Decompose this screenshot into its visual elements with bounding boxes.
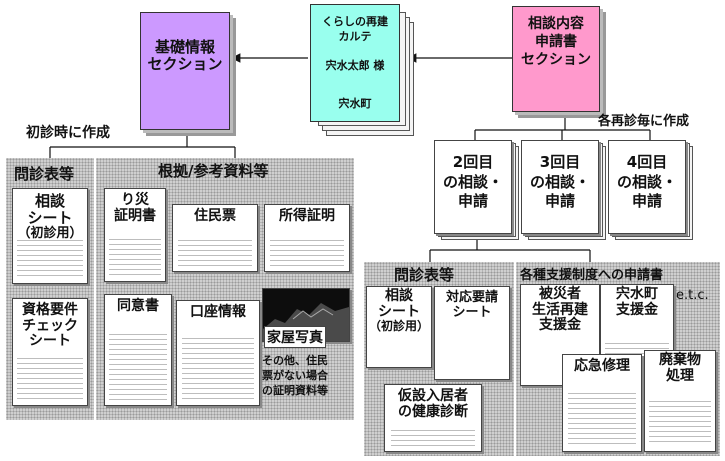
juminhyo-title: 住民票 [173,208,257,225]
soudan-section-book: 相談内容 申請書 セクション [512,6,600,112]
revisit-2-l3: 申請 [457,192,488,210]
revisit-3-l2: の相談・ [529,172,590,191]
revisit-3-doc: 3回目 の相談・ 申請 [521,140,599,234]
right-soudan-sheet: 相談 シート （初診用） [366,286,432,368]
right-monshin-header: 問診表等 [394,266,455,284]
koza-doc: 口座情報 [176,300,260,406]
hisaisha-l3: 支援金 [539,317,581,334]
risai-l2: 証明書 [114,207,156,224]
juminhyo-doc: 住民票 [172,204,258,272]
right-soudan-l1: 相談 [385,288,413,304]
karte-name: 宍水太郎 様 [325,59,385,72]
taiou-l1: 対応要請 [445,290,498,305]
karte-line2: カルテ [338,30,372,43]
haikibutsu-l2: 処理 [666,367,694,384]
kaoku-label: 家屋写真 [264,326,326,348]
risai-l1: り災 [121,192,149,208]
kiso-line2: セクション [147,54,223,73]
kiso-section-book: 基礎情報 セクション [140,12,230,130]
haikibutsu-doc: 廃棄物 処理 [644,350,716,452]
shishimizu-l2: 支援金 [616,301,658,318]
shikaku-l2: チェック [22,317,78,334]
first-visit-label: 初診時に作成 [26,125,110,141]
right-soudan-l2: シート [378,303,420,320]
oukyu-doc: 応急修理 [562,354,642,452]
shotoku-title: 所得証明 [265,208,349,225]
other-note-l2: 票がない場合 [262,368,328,382]
soudan-line3: セクション [521,52,591,69]
shikaku-l3: シート [29,333,71,350]
revisit-4-l1: 4回目 [626,153,668,171]
oukyu-title: 応急修理 [563,358,641,375]
right-soudan-l3: （初診用） [368,319,429,334]
shikaku-sheet: 資格要件 チェック シート [12,298,88,406]
revisit-4-l2: の相談・ [616,172,677,191]
etc-label: e.t.c. [676,288,709,303]
other-note: その他、住民 票がない場合 の証明資料等 [262,354,328,399]
soudan-line2: 申請書 [535,34,577,51]
shotoku-doc: 所得証明 [264,204,350,272]
left-monshin-header: 問診表等 [14,165,75,183]
right-shinsei-header: 各種支援制度への申請書 [520,268,664,283]
kasetsu-health-doc: 仮設入居者 の健康診断 [384,384,482,452]
taiou-l2: シート [452,304,492,320]
revisit-2-doc: 2回目 の相談・ 申請 [434,140,512,234]
doisho-doc: 同意書 [104,294,172,406]
shishimizu-l1: 宍水町 [616,286,658,302]
karte-town: 宍水町 [338,97,372,110]
revisit-4-l3: 申請 [631,192,662,210]
revisit-3-l1: 3回目 [539,153,581,171]
risai-certificate: り災 証明書 [104,188,166,282]
soudan-line1: 相談内容 [528,16,584,32]
other-note-l3: の証明資料等 [262,383,328,397]
revisit-4-doc: 4回目 の相談・ 申請 [608,140,686,234]
revisit-2-l1: 2回目 [452,153,494,171]
soudan-sheet-l3: （初診用） [17,225,83,241]
doisho-title: 同意書 [105,298,171,315]
soudan-sheet-first: 相談 シート （初診用） [12,188,88,284]
karte-line1: くらしの再建 [322,15,388,28]
koza-title: 口座情報 [177,304,259,321]
revisit-3-l3: 申請 [544,192,575,210]
kiso-line1: 基礎情報 [154,38,215,56]
karte-book: くらしの再建 カルテ 宍水太郎 様 宍水町 [310,4,400,122]
kasetsu-l2: の健康診断 [398,403,468,420]
soudan-sheet-l2: シート [27,208,73,227]
soudan-sheet-l1: 相談 [34,192,65,210]
kasetsu-l1: 仮設入居者 [398,388,468,404]
taiou-sheet: 対応要請 シート [434,286,510,380]
revisit-2-l2: の相談・ [442,172,503,191]
hisaisha-l1: 被災者 [539,286,581,302]
haikibutsu-l1: 廃棄物 [659,352,701,368]
each-revisit-label: 各再診毎に作成 [598,114,690,129]
shikaku-l1: 資格要件 [22,302,78,318]
other-note-l1: その他、住民 [262,354,328,367]
left-sources-header: 根拠/参考資料等 [158,162,269,180]
hisaisha-doc: 被災者 生活再建 支援金 [520,284,600,386]
hisaisha-l2: 生活再建 [532,301,588,318]
